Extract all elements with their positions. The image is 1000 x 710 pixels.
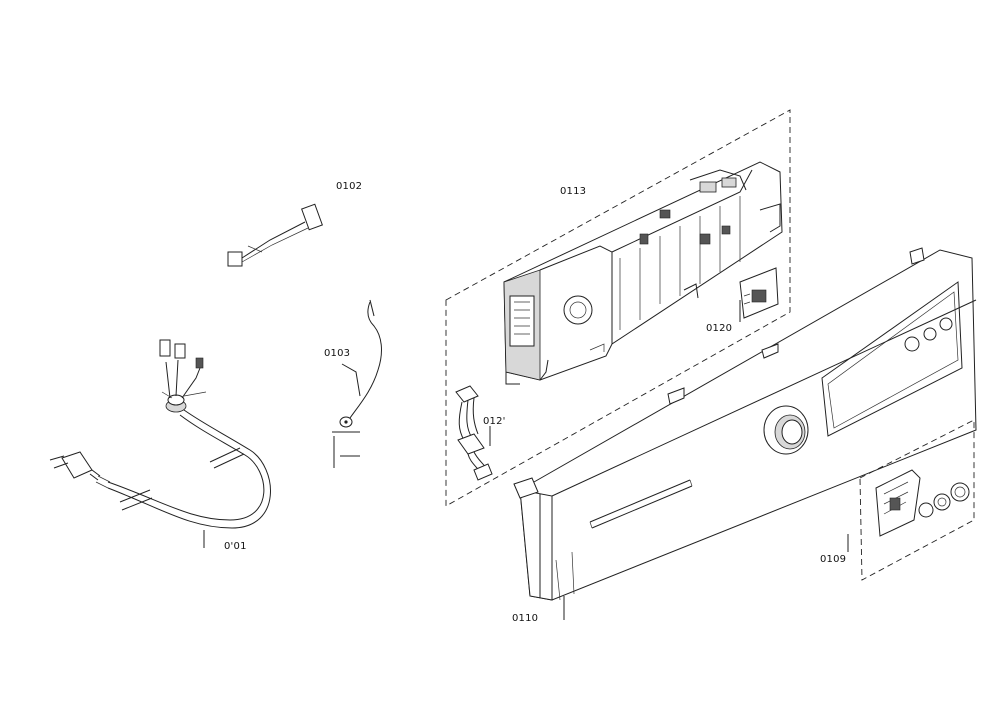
fascia-panel <box>513 247 977 620</box>
label-fascia-panel: 0110 <box>512 613 539 624</box>
label-wire-harness-small: 0102 <box>336 181 363 192</box>
label-small-board: 0120 <box>706 323 733 334</box>
control-module <box>503 161 783 385</box>
label-control-module: 0113 <box>560 186 587 197</box>
small-board <box>739 267 779 322</box>
button-assembly <box>847 469 970 552</box>
wire-harness-small <box>227 203 323 267</box>
ground-wire <box>332 299 382 468</box>
power-cord <box>49 339 271 548</box>
label-ground-wire: 0103 <box>324 348 351 359</box>
label-button-assembly: 0109 <box>820 554 847 565</box>
button-assembly-enclosure <box>859 419 975 581</box>
label-connector-harness: 012' <box>483 416 506 427</box>
label-power-cord: 0'01 <box>224 541 247 552</box>
connector-harness <box>455 385 493 481</box>
control-module-enclosure <box>445 109 791 507</box>
